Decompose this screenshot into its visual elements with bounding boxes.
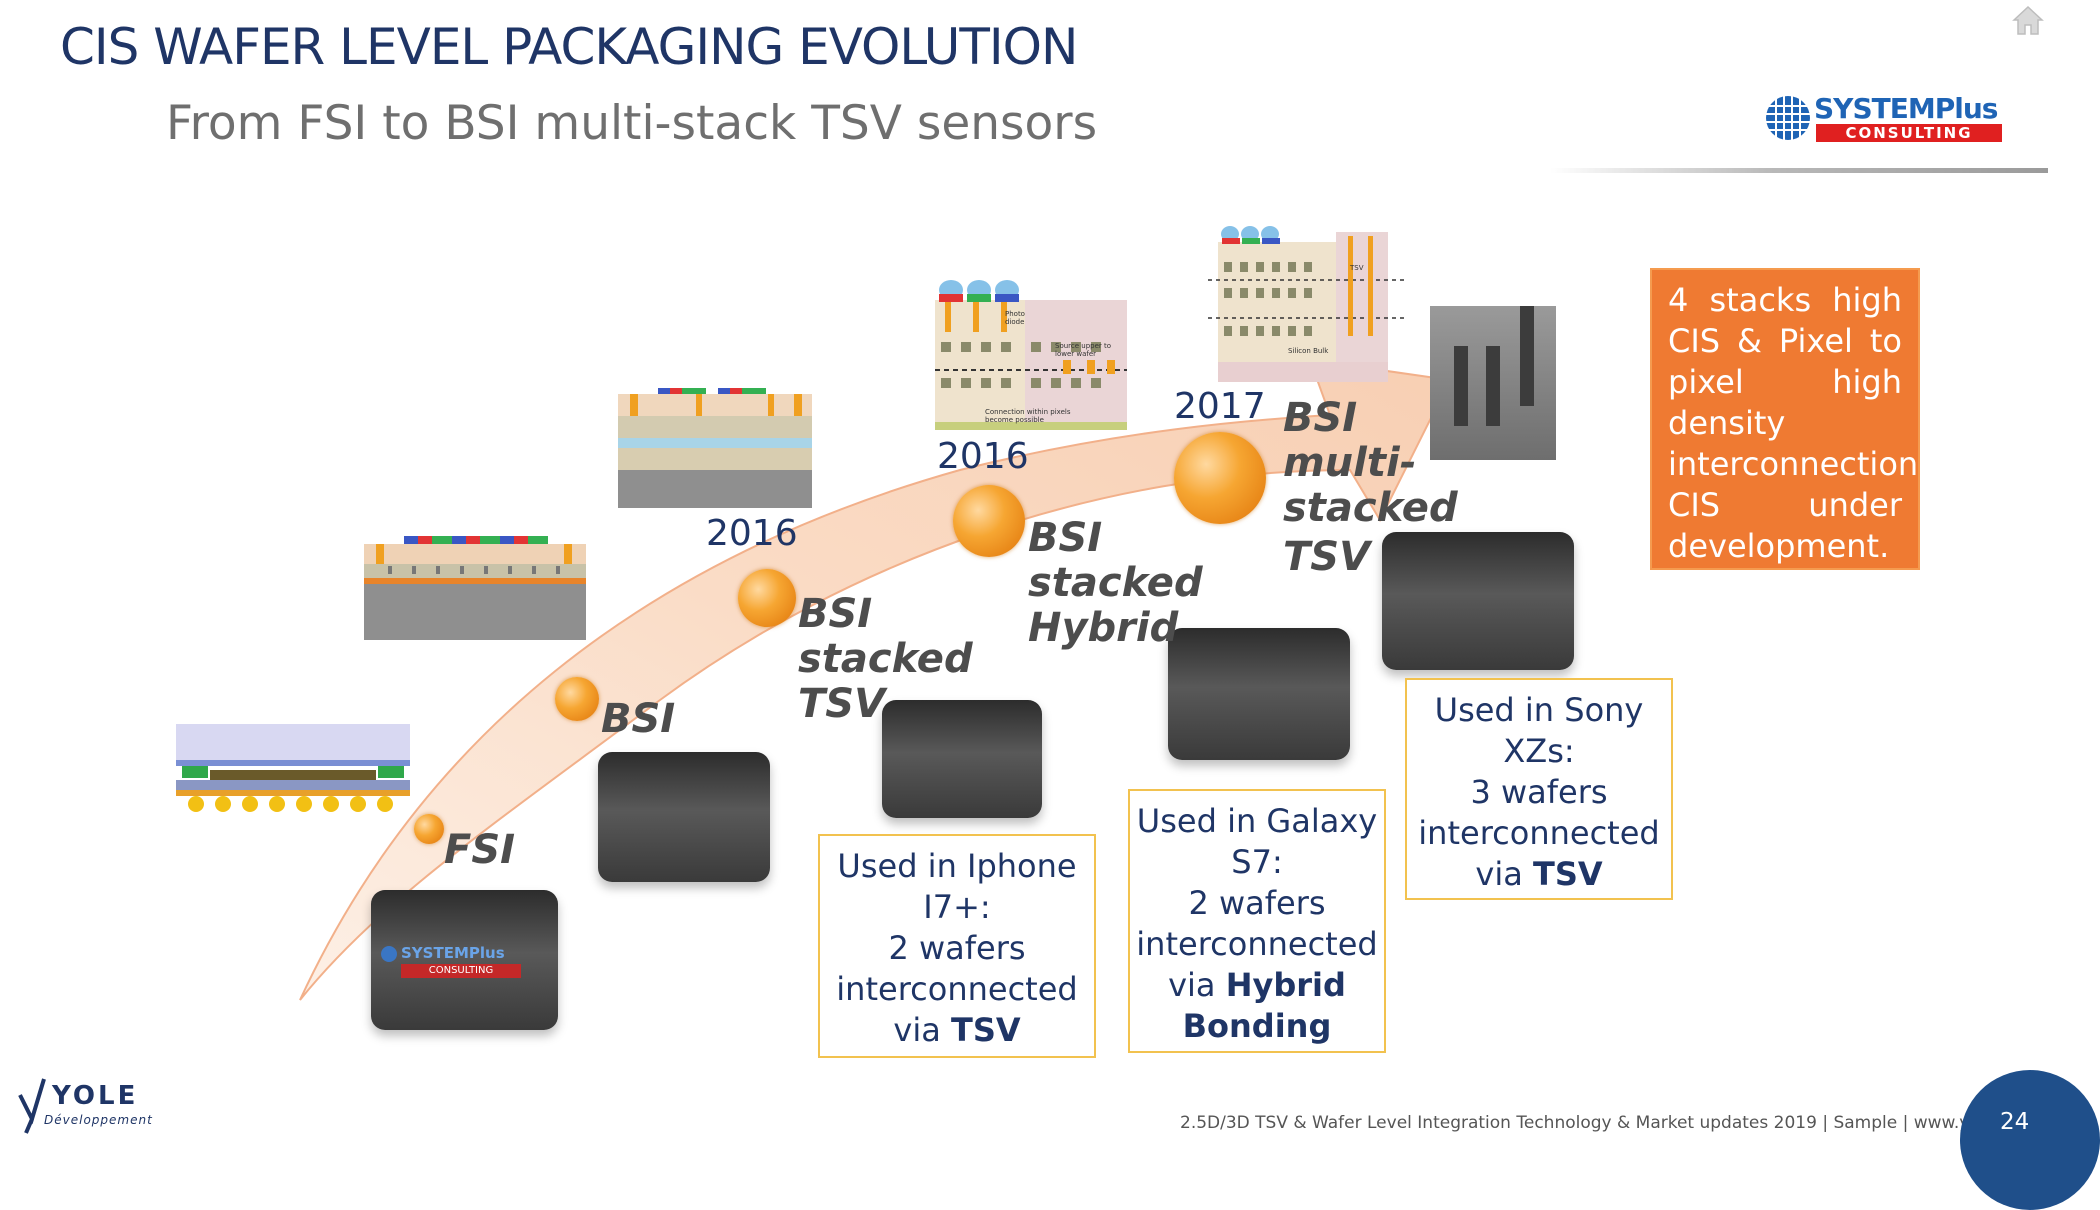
photo-watermark-top: SYSTEMPlus bbox=[401, 944, 505, 962]
sem-image-multistack bbox=[1430, 306, 1556, 460]
slide-footer: 2.5D/3D TSV & Wafer Level Integration Te… bbox=[1180, 1113, 2091, 1133]
page-number-badge bbox=[1960, 1070, 2100, 1210]
systemplus-consulting: CONSULTING bbox=[1816, 124, 2002, 142]
slide-subtitle: From FSI to BSI multi-stack TSV sensors bbox=[166, 96, 1098, 151]
photo-watermark-bottom: CONSULTING bbox=[401, 964, 521, 978]
sem-photo-bsi bbox=[598, 752, 770, 882]
globe-icon bbox=[1766, 96, 1810, 140]
milestone-dot-bsi bbox=[555, 677, 599, 721]
callout-iphone: Used in Iphone I7+: 2 wafers interconnec… bbox=[818, 834, 1096, 1058]
label-bsi-multi-stacked: BSI multi- stacked TSV bbox=[1283, 395, 1458, 580]
callout-sony: Used in Sony XZs: 3 wafers interconnecte… bbox=[1405, 678, 1673, 900]
yole-mark-icon bbox=[18, 1078, 46, 1134]
label-bsi-stacked-tsv: BSI stacked TSV bbox=[798, 591, 973, 727]
yole-logo: YOLE Développement bbox=[14, 1075, 164, 1145]
systemplus-wordmark: SYSTEMPlus bbox=[1814, 92, 1998, 125]
sem-photo-multistack bbox=[1382, 532, 1574, 670]
fsi-package-diagram bbox=[176, 724, 410, 812]
milestone-dot-multistack bbox=[1174, 432, 1266, 524]
bsi-stacked-tsv-diagram bbox=[618, 388, 812, 508]
year-bsi-stacked-tsv: 2016 bbox=[706, 513, 798, 554]
bsi-cross-section-diagram bbox=[364, 536, 586, 640]
bsi-multi-stacked-diagram: TSV Silicon Bulk bbox=[1208, 222, 1408, 382]
sem-photo-fsi: SYSTEMPlus CONSULTING bbox=[371, 890, 558, 1030]
tsv-label: TSV bbox=[1350, 264, 1364, 272]
home-icon[interactable] bbox=[2010, 2, 2046, 38]
bsi-hybrid-diagram: Photo diode Source upper to lower wafer … bbox=[935, 270, 1127, 430]
milestone-dot-bsi-hybrid bbox=[953, 485, 1025, 557]
silicon-bulk-label: Silicon Bulk bbox=[1288, 347, 1329, 355]
sem-photo-hybrid bbox=[1168, 628, 1350, 760]
slide-title: CIS WAFER LEVEL PACKAGING EVOLUTION bbox=[60, 18, 1078, 76]
sem-photo-bsi-tsv bbox=[882, 700, 1042, 818]
connection-within-pixels-label: Connection within pixels become possible bbox=[985, 408, 1071, 424]
callout-galaxy: Used in Galaxy S7: 2 wafers interconnect… bbox=[1128, 789, 1386, 1053]
page-number: 24 bbox=[2000, 1109, 2030, 1135]
systemplus-logo: SYSTEMPlus CONSULTING bbox=[1764, 92, 2004, 144]
source-upper-label: Source upper to lower wafer bbox=[1055, 342, 1112, 358]
year-bsi-stacked-hybrid: 2016 bbox=[937, 436, 1029, 477]
label-bsi-stacked-hybrid: BSI stacked Hybrid bbox=[1028, 515, 1203, 651]
header-divider bbox=[1550, 168, 2048, 173]
note-box: 4 stacks high CIS & Pixel to pixel high … bbox=[1650, 268, 1920, 570]
milestone-dot-fsi bbox=[414, 814, 444, 844]
milestone-dot-bsi-tsv bbox=[738, 569, 796, 627]
label-bsi: BSI bbox=[601, 696, 676, 742]
year-bsi-multi-stacked: 2017 bbox=[1174, 386, 1266, 427]
photo-diode-label: Photo diode bbox=[1005, 310, 1025, 326]
label-fsi: FSI bbox=[444, 827, 516, 873]
